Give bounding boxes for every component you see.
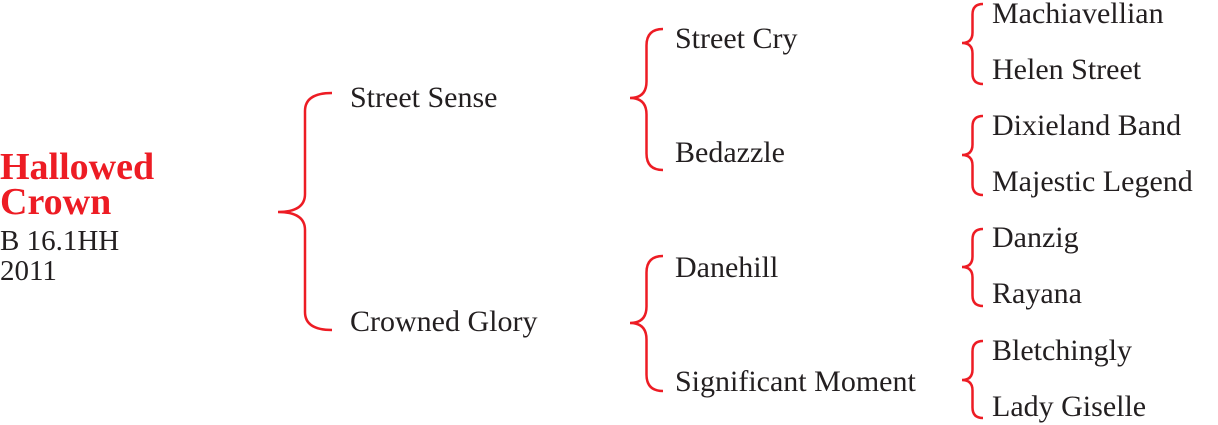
- great-grandparent: Rayana: [992, 277, 1082, 310]
- horse-name-line1: Hallowed: [0, 146, 155, 188]
- horse-name-line2: Crown: [0, 181, 112, 223]
- bracket-ggp-3: [961, 227, 984, 308]
- great-grandparent: Bletchingly: [992, 334, 1132, 367]
- grandparent: Danehill: [675, 251, 779, 284]
- sire: Street Sense: [350, 81, 498, 114]
- horse-year: 2011: [0, 255, 57, 287]
- great-grandparent: Danzig: [992, 221, 1079, 254]
- great-grandparent: Dixieland Band: [992, 109, 1182, 142]
- bracket-sire-parents: [629, 27, 664, 172]
- great-grandparent: Lady Giselle: [992, 390, 1147, 423]
- bracket-dam-parents: [629, 254, 664, 393]
- grandparent: Street Cry: [675, 22, 798, 55]
- great-grandparent: Machiavellian: [992, 0, 1164, 30]
- dam: Crowned Glory: [350, 305, 538, 338]
- bracket-ggp-2: [961, 114, 984, 197]
- grandparent: Bedazzle: [675, 136, 785, 169]
- horse-description: B 16.1HH: [0, 225, 120, 257]
- grandparent: Significant Moment: [675, 365, 916, 398]
- great-grandparent: Helen Street: [992, 53, 1142, 86]
- bracket-ggp-1: [961, 2, 984, 86]
- horse-name: Hallowed Crown: [0, 146, 155, 223]
- bracket-parents: [277, 91, 333, 332]
- bracket-ggp-4: [961, 339, 984, 420]
- great-grandparent: Majestic Legend: [992, 165, 1193, 198]
